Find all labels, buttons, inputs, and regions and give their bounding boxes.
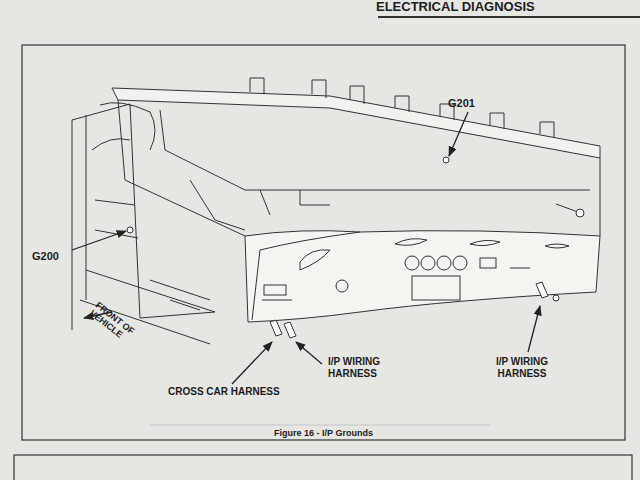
harness-label: I/P WIRING HARNESS [328, 356, 408, 379]
instrument-panel [112, 88, 600, 158]
instrument-panel [405, 256, 419, 270]
instrument-panel [245, 231, 600, 322]
ground-callout: G200 [32, 250, 82, 263]
body-structure [72, 103, 215, 344]
ground-fasteners [127, 157, 584, 338]
ground-fasteners [443, 157, 449, 163]
instrument-panel [453, 256, 467, 270]
ground-fasteners [576, 209, 584, 217]
instrument-panel [112, 78, 600, 322]
page-frame [150, 425, 490, 426]
page-frame [22, 45, 625, 440]
body-structure [92, 139, 138, 238]
body-structure [150, 280, 210, 310]
instrument-panel [250, 78, 554, 138]
page-frame [14, 17, 640, 480]
instrument-panel [395, 239, 569, 248]
instrument-panel [480, 258, 496, 268]
page-frame [378, 16, 640, 18]
instrument-panel [264, 285, 286, 295]
ground-fasteners [127, 227, 133, 233]
leader-lines [72, 231, 126, 250]
harness-label: CROSS CAR HARNESS [168, 386, 308, 398]
instrument-panel [160, 110, 590, 190]
instrument-panel [336, 280, 348, 292]
leader-lines [296, 342, 322, 364]
ground-callout: G201 [448, 97, 498, 110]
body-structure [100, 103, 155, 150]
instrument-panel [437, 256, 451, 270]
instrument-panel [252, 232, 360, 320]
direction-label: FRONT OF VEHICLE [87, 300, 149, 354]
figure-caption: Figure 16 - I/P Grounds [22, 428, 625, 438]
body-structure [72, 104, 140, 330]
instrument-panel [118, 100, 600, 236]
leader-lines [449, 112, 468, 156]
ground-fasteners [536, 282, 548, 298]
ground-fasteners [270, 320, 296, 338]
harness-label: I/P WIRING HARNESS [482, 356, 562, 379]
instrument-panel [421, 256, 435, 270]
ground-fasteners [553, 295, 559, 301]
page-frame [14, 455, 632, 480]
leader-lines [232, 342, 272, 384]
instrument-panel [190, 180, 330, 230]
page-header: ELECTRICAL DIAGNOSIS [376, 0, 636, 15]
ground-fasteners [556, 204, 578, 212]
leader-lines [528, 306, 540, 352]
leader-lines [72, 112, 540, 384]
instrument-panel [412, 276, 460, 300]
instrument-panel [300, 250, 330, 270]
instrument-panel [262, 268, 530, 300]
